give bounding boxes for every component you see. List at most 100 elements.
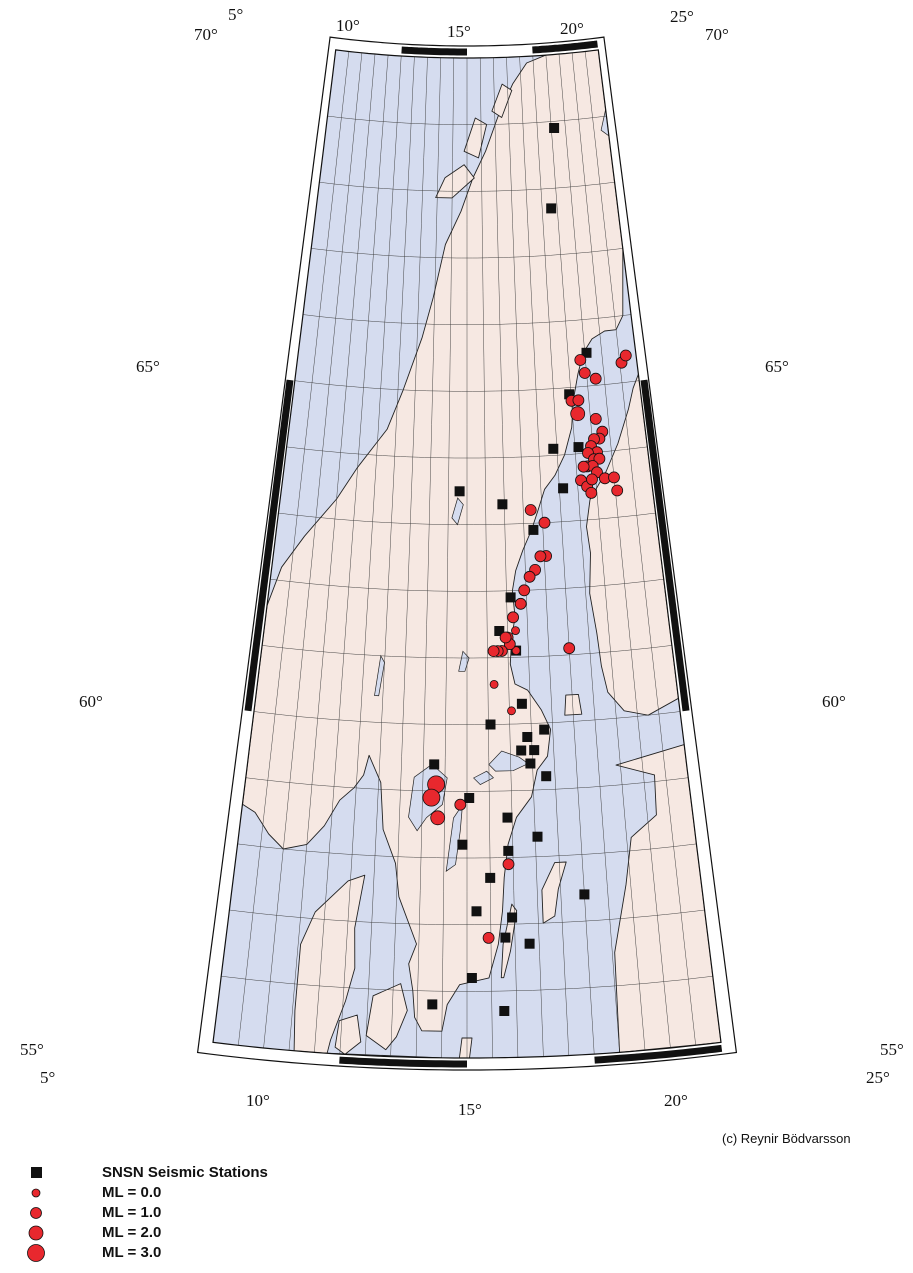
seismicity-map: 5° 10° 15° 20° 25° 70° 65° 60° 55° 70° 6… [20, 5, 904, 1119]
seismic-event [507, 611, 519, 624]
frame-bar-bottom [594, 1044, 723, 1064]
seismic-event [507, 706, 516, 716]
lon-label-bottom-15: 15° [458, 1100, 482, 1119]
seismic-station [541, 771, 552, 782]
meridian-line [493, 57, 519, 1058]
seismic-station [516, 698, 527, 709]
seismic-event [578, 367, 591, 379]
land-bornholm [458, 1037, 473, 1058]
station-square-icon [31, 1167, 42, 1178]
seismic-station [548, 443, 559, 454]
map-frame-inner [212, 49, 722, 1059]
meridian-line [584, 51, 696, 1046]
meridian-line [263, 52, 363, 1049]
event-circle-icon [30, 1207, 42, 1219]
seismic-event [487, 645, 500, 657]
seismic-event [499, 631, 512, 644]
seismic-station [573, 442, 584, 453]
seismic-station [529, 745, 540, 756]
lat-label-left-65: 65° [136, 357, 160, 376]
seismic-station [505, 592, 516, 603]
meridian-line [390, 57, 428, 1057]
legend-circle [28, 1225, 44, 1241]
seismic-station [457, 839, 468, 850]
graticule [213, 49, 721, 1058]
parallel-line [262, 645, 672, 659]
lon-label-top-20: 20° [560, 19, 584, 38]
meridian-line [314, 55, 389, 1053]
seismic-event [585, 486, 598, 499]
parallel-line [278, 512, 656, 525]
seismic-event [563, 642, 576, 655]
seismic-station [532, 831, 543, 842]
meridian-line [506, 57, 544, 1057]
frame-bar-top [401, 46, 467, 56]
meridian-line [238, 51, 350, 1046]
legend-circle [30, 1207, 42, 1219]
seismic-event [589, 372, 602, 385]
frame-scale-bars [244, 40, 723, 1068]
parallel-line [221, 975, 713, 992]
lat-label-left-55: 55° [20, 1040, 44, 1059]
land-areas [242, 49, 721, 1058]
land-senja [491, 83, 513, 118]
lon-label-top-10: 10° [336, 16, 360, 35]
seismic-event [523, 570, 536, 583]
seismic-event [570, 406, 586, 422]
seismic-event [514, 597, 527, 610]
meridian-line [545, 55, 620, 1053]
lon-label-top-25: 25° [670, 7, 694, 26]
event-circle-icon [27, 1244, 45, 1262]
seismic-station [516, 745, 527, 756]
lake-storsjon [451, 497, 464, 526]
seismic-event [524, 504, 537, 516]
seismic-station [502, 812, 513, 823]
parallel-line [237, 843, 697, 859]
event-circle-icon [28, 1225, 44, 1241]
seismic-event [518, 584, 531, 597]
legend-label: ML = 1.0 [102, 1204, 162, 1221]
parallel-line [270, 578, 664, 592]
lake-hjalmaren [473, 770, 494, 786]
parallel-line [319, 181, 615, 192]
legend-circle [31, 1188, 41, 1198]
seismic-event [574, 354, 587, 366]
seismic-station [500, 932, 511, 943]
seismic-station [499, 1006, 510, 1016]
seismic-event [511, 626, 520, 635]
seismic-station [579, 889, 590, 900]
seismic-station [497, 499, 508, 510]
lat-label-right-65: 65° [765, 357, 789, 376]
parallel-line [229, 909, 705, 925]
seismic-event [611, 484, 624, 497]
lon-label-top-5: 5° [228, 5, 243, 24]
meridian-line [532, 55, 595, 1055]
meridian-line [558, 53, 646, 1051]
seismic-event [572, 394, 585, 407]
lon-label-bottom-25: 25° [866, 1068, 890, 1087]
parallel-line [253, 711, 681, 725]
seismic-event [502, 858, 515, 871]
parallel-line [302, 314, 632, 325]
meridian-line [571, 52, 671, 1049]
seismic-station [581, 347, 592, 358]
seismic-event [593, 452, 606, 465]
seismic-station [507, 912, 518, 923]
seismic-event [589, 412, 602, 425]
seismic-station [524, 938, 535, 949]
lat-label-left-60: 60° [79, 692, 103, 711]
seismic-station [539, 724, 550, 735]
lat-label-right-55: 55° [880, 1040, 904, 1059]
seismic-event [454, 798, 467, 811]
lon-label-bottom-20: 20° [664, 1091, 688, 1110]
seismic-station [558, 483, 569, 494]
lon-label-top-15: 15° [447, 22, 471, 41]
meridian-line [339, 55, 402, 1055]
seismic-event [619, 349, 632, 362]
seismic-station [429, 759, 440, 770]
seismic-event [538, 516, 551, 529]
meridian-line [441, 57, 455, 1058]
lat-label-left-70: 70° [194, 25, 218, 44]
frame-bar-right [640, 379, 690, 712]
seismic-station [454, 486, 465, 497]
